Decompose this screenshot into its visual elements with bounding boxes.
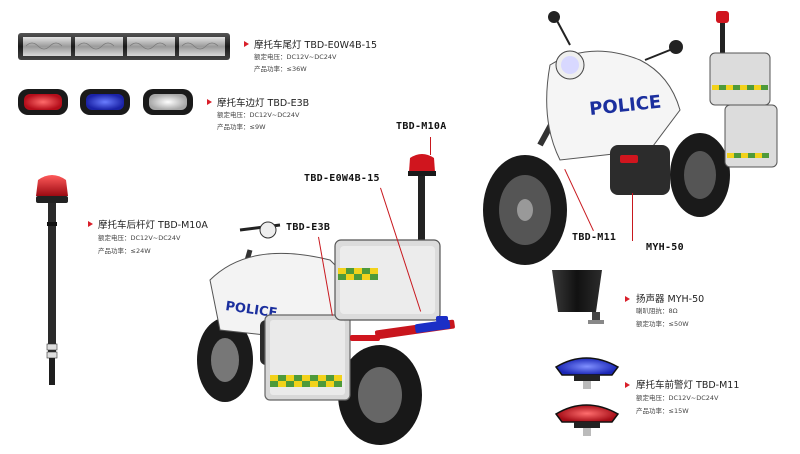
- police-decal: POLICE: [224, 299, 278, 321]
- product-spec: 产品功率：≤36W: [254, 65, 307, 73]
- led-bar-tail-light-image: [18, 33, 230, 60]
- product-title: 摩托车前警灯 TBD-M11: [636, 380, 740, 391]
- product-spec: 产品功率：≤24W: [98, 247, 151, 255]
- product-spec: 额定电压：DC12V~DC24V: [254, 53, 337, 61]
- title-marker-icon: [625, 382, 630, 388]
- callout-label: TBD-E3B: [286, 222, 331, 233]
- title-marker-icon: [625, 296, 630, 302]
- product-title: 摩托车尾灯 TBD-E0W4B-15: [254, 40, 378, 51]
- product-spec: 喇叭阻抗：8Ω: [636, 307, 678, 315]
- front-warning-lights-image: [552, 347, 622, 442]
- callout-label: TBD-M10A: [396, 121, 447, 132]
- product-title: 摩托车后杆灯 TBD-M10A: [98, 220, 208, 231]
- product-spec: 额定电压：DC12V~DC24V: [98, 234, 181, 242]
- product-title: 扬声器 MYH-50: [636, 294, 705, 305]
- speaker-image: [548, 266, 616, 330]
- title-marker-icon: [207, 99, 212, 105]
- title-marker-icon: [244, 41, 249, 47]
- product-spec: 产品功率：≤9W: [217, 123, 266, 131]
- motorcycle-front-view-image: POLICE: [470, 5, 780, 270]
- callout-label: MYH-50: [646, 242, 684, 253]
- product-title: 摩托车边灯 TBD-E3B: [217, 98, 310, 109]
- callout-line: [430, 137, 431, 155]
- product-spec: 额定电压：DC12V~DC24V: [636, 394, 719, 402]
- callout-label: TBD-E0W4B-15: [304, 173, 380, 184]
- callout-label: TBD-M11: [572, 232, 617, 243]
- product-spec: 额定功率：≤50W: [636, 320, 689, 328]
- product-spec: 额定电压：DC12V~DC24V: [217, 111, 300, 119]
- product-spec: 产品功率：≤15W: [636, 407, 689, 415]
- motorcycle-rear-view-image: POLICE: [170, 140, 470, 450]
- callout-line: [632, 193, 633, 241]
- side-lights-image: [17, 86, 195, 118]
- title-marker-icon: [88, 221, 93, 227]
- rear-pole-light-image: [30, 172, 74, 387]
